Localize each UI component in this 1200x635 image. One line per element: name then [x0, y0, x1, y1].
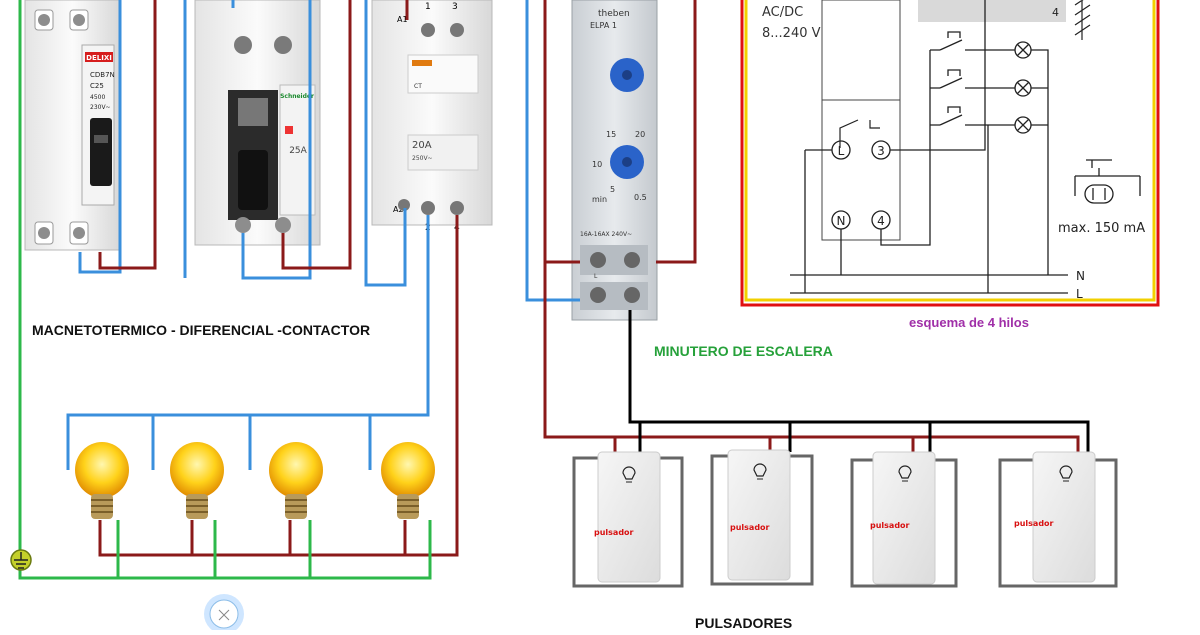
- rcd-toggle: [238, 150, 268, 210]
- bulb-icon: [75, 442, 129, 519]
- timer-dial-min: min: [592, 195, 607, 204]
- lamp-symbol-icon: [1014, 41, 1032, 59]
- breaker-device: DELIXI CDB7N C25 4500 230V~: [24, 0, 121, 251]
- timer-dial-05: 0.5: [634, 193, 647, 202]
- pushbutton-label: pulsador: [594, 528, 634, 537]
- lamp-symbol-icon: [1014, 79, 1032, 97]
- timer-dial-5: 5: [610, 185, 615, 194]
- scheme-terminal-3: 3: [877, 144, 885, 158]
- pushbutton-4[interactable]: pulsador: [998, 451, 1118, 588]
- scheme-max-current: max. 150 mA: [1058, 221, 1145, 236]
- pushbutton-symbol-icon: [1074, 159, 1141, 204]
- timer-dial-20: 20: [635, 130, 645, 139]
- scheme-terminal-4: 4: [877, 214, 885, 228]
- breaker-rating: C25: [90, 82, 104, 90]
- contactor-device: A1 1 3 CT 20A 250V~ A2 2 4: [371, 0, 493, 233]
- pushbutton-3[interactable]: pulsador: [850, 451, 958, 588]
- buttons-caption: PULSADORES: [695, 615, 793, 631]
- scheme-line-l: L: [1076, 287, 1083, 301]
- contactor-terminal-3: 3: [452, 2, 458, 12]
- lamp-symbol-icon: [1059, 465, 1073, 482]
- contactor-terminal-a1: A1: [397, 15, 408, 24]
- scheme-4-wire: AC/DC 8...240 V 4 L 3 N 4 N L: [740, 0, 1160, 307]
- scheme-supply: AC/DC: [762, 5, 803, 20]
- contactor-code: CT: [414, 83, 422, 90]
- pushbutton-1[interactable]: pulsador: [572, 451, 684, 588]
- lamp-glow-icon: [204, 594, 244, 634]
- pushbutton-label: pulsador: [730, 523, 770, 532]
- breaker-toggle: [90, 118, 112, 186]
- timer-caption: MINUTERO DE ESCALERA: [654, 343, 833, 359]
- contactor-terminal-1: 1: [425, 2, 431, 12]
- bulb-icon: [381, 442, 435, 519]
- contactor-terminal-a2: A2: [393, 205, 404, 214]
- contactor-voltage: 250V~: [412, 155, 433, 162]
- timer-dial-15: 15: [606, 130, 616, 139]
- wires: [18, 0, 1090, 580]
- scheme-voltage: 8...240 V: [762, 26, 821, 41]
- bulb-icon: [170, 442, 224, 519]
- ground-icon: [10, 549, 32, 571]
- timer-model: ELPA 1: [590, 21, 617, 30]
- main-caption: MACNETOTERMICO - DIFERENCIAL -CONTACTOR: [32, 322, 371, 338]
- scheme-terminal-l: L: [838, 144, 845, 158]
- lamp-symbol-icon: [898, 465, 912, 482]
- rcd-rating: 25A: [289, 146, 307, 156]
- staircase-timer-device: theben ELPA 1 15 20 10 min 5 0.5 16A-16A…: [571, 0, 658, 321]
- scheme-terminal-top: 4: [1052, 6, 1059, 19]
- scheme-terminal-n: N: [837, 214, 846, 228]
- rcd-device: Schneider 25A: [194, 0, 321, 246]
- pushbutton-label: pulsador: [870, 521, 910, 530]
- scheme-line-n: N: [1076, 269, 1085, 283]
- breaker-brand: DELIXI: [86, 54, 112, 62]
- timer-dial-10: 10: [592, 160, 602, 169]
- timer-terminal-l: L: [594, 273, 598, 280]
- breaker-model: CDB7N: [90, 71, 115, 79]
- bulb-icon: [269, 442, 323, 519]
- scheme-caption: esquema de 4 hilos: [909, 315, 1029, 330]
- timer-rating: 16A-16AX 240V~: [580, 231, 632, 238]
- timer-brand: theben: [598, 9, 630, 19]
- lamp-symbol-icon: [1014, 116, 1032, 134]
- breaker-brand-badge: [85, 52, 113, 62]
- pushbutton-2[interactable]: pulsador: [710, 449, 814, 586]
- pushbutton-label: pulsador: [1014, 519, 1054, 528]
- breaker-code: 4500: [90, 94, 105, 101]
- rcd-brand: Schneider: [280, 93, 314, 100]
- lamp-symbol-icon: [622, 466, 636, 483]
- breaker-voltage: 230V~: [90, 104, 111, 111]
- contactor-rating: 20A: [412, 140, 432, 151]
- lamp-symbol-icon: [753, 463, 767, 480]
